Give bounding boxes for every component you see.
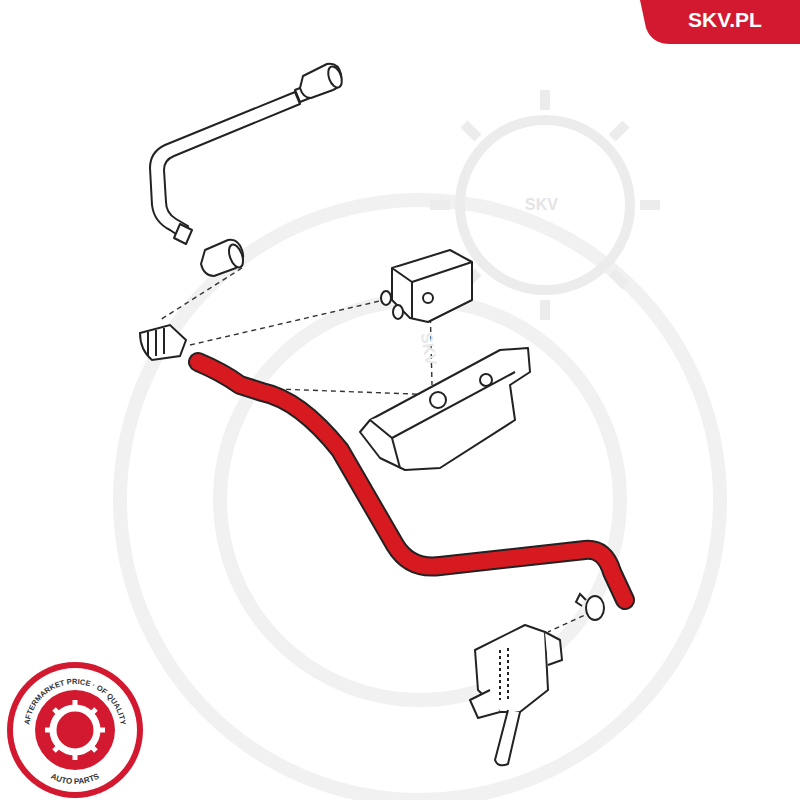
watermark-gear [120,200,720,800]
hose-clamp [576,594,604,620]
upper-pipe [150,64,344,276]
oil-separator [470,625,562,765]
watermark: SKV [525,196,558,214]
logo-mark: SKV [67,726,84,735]
logo-ring-text: AUTO PARTS [49,771,101,786]
hose-fitting [140,325,186,360]
logo-ring-text: AFTERMARKET PRICE · OF QUALITY [22,677,127,725]
logo-ring-text: AUTO PARTS [49,771,101,786]
breather-hose [198,362,625,600]
brand-name: SKV.PL [660,8,790,32]
brand-tab [640,0,800,44]
brand-logo: AFTERMARKET PRICE · OF QUALITY AUTO PART… [7,662,143,798]
watermark: SKV [417,331,440,367]
assembly-line [160,268,600,632]
logo-ring-text: AFTERMARKET PRICE · OF QUALITY [22,677,127,725]
valve-cover [360,348,530,470]
valve-block [381,250,472,322]
